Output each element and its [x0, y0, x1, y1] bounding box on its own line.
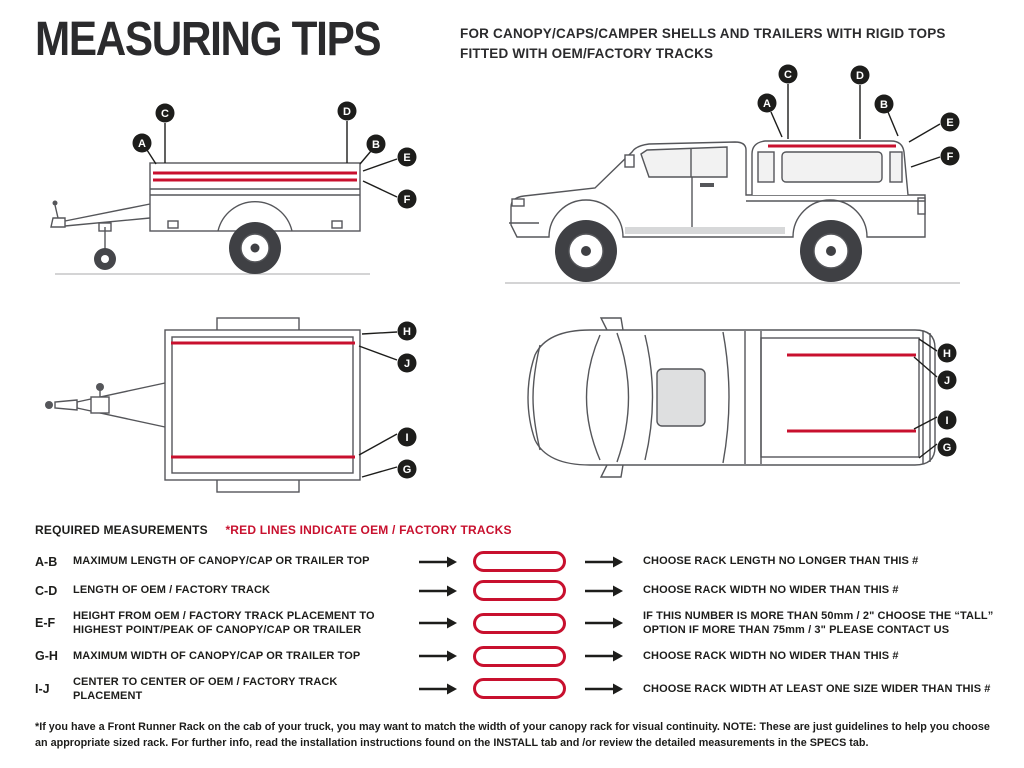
arrow-right-icon — [566, 683, 641, 695]
callout-i-letter: I — [945, 415, 948, 427]
callout-f-letter: F — [947, 151, 954, 163]
measurement-blank-oval — [473, 678, 566, 700]
callout-h-letter: H — [943, 348, 951, 360]
measurement-range: C-D — [35, 583, 58, 598]
truck-top-drawing — [527, 317, 936, 478]
callout-c-letter: C — [784, 69, 792, 81]
callout-g: G — [918, 437, 957, 459]
callout-d-letter: D — [856, 70, 864, 82]
trailer-top-view-diagram: H J I G — [25, 305, 445, 495]
callout-d: D — [337, 101, 357, 163]
truck-side-drawing — [505, 140, 960, 284]
measurement-description: MAXIMUM LENGTH OF CANOPY/CAP OR TRAILER … — [73, 555, 370, 568]
page-title: MEASURING TIPS — [35, 13, 382, 66]
callout-j: J — [913, 356, 957, 390]
measurement-row-cd: C-D LENGTH OF OEM / FACTORY TRACK CHOOSE… — [35, 580, 995, 601]
callout-f: F — [910, 146, 960, 168]
measurement-description: LENGTH OF OEM / FACTORY TRACK — [73, 584, 271, 597]
page-subtitle: FOR CANOPY/CAPS/CAMPER SHELLS AND TRAILE… — [460, 24, 946, 63]
callout-f-letter: F — [404, 194, 411, 206]
callout-a-letter: A — [763, 98, 771, 110]
measurement-guideline: CHOOSE RACK WIDTH AT LEAST ONE SIZE WIDE… — [643, 682, 991, 695]
oem-track-lines-trailer-side — [153, 171, 357, 182]
trailer-side-view-diagram: A C D B E — [25, 75, 445, 305]
callout-b: B — [359, 134, 386, 165]
measurement-guideline: IF THIS NUMBER IS MORE THAN 50mm / 2" CH… — [643, 610, 994, 637]
measurement-blank-oval — [473, 551, 566, 572]
callout-e-letter: E — [946, 117, 953, 129]
page-subtitle-line2: FITTED WITH OEM/FACTORY TRACKS — [460, 45, 714, 61]
truck-side-view-diagram: A C D B E — [495, 55, 995, 300]
measurement-row-gh: G-H MAXIMUM WIDTH OF CANOPY/CAP OR TRAIL… — [35, 645, 995, 667]
measurement-guideline: CHOOSE RACK WIDTH NO WIDER THAN THIS # — [643, 649, 899, 662]
callout-g-letter: G — [943, 442, 952, 454]
measurement-range: E-F — [35, 616, 56, 631]
callout-e-letter: E — [403, 152, 410, 164]
callout-b-letter: B — [372, 139, 380, 151]
oem-track-lines-truck-top — [787, 353, 916, 433]
measurement-table: A-B MAXIMUM LENGTH OF CANOPY/CAP OR TRAI… — [35, 551, 995, 711]
callout-h: H — [361, 321, 417, 341]
red-lines-note: *RED LINES INDICATE OEM / FACTORY TRACKS — [225, 523, 512, 537]
callout-a: A — [757, 93, 783, 138]
measurement-description: CENTER TO CENTER OF OEM / FACTORY TRACK … — [73, 675, 338, 702]
callout-c: C — [155, 103, 175, 163]
callout-d: D — [850, 65, 870, 139]
required-measurements-label: REQUIRED MEASUREMENTS — [35, 523, 208, 537]
measurement-range: I-J — [35, 681, 50, 696]
callout-f: F — [362, 180, 417, 209]
callout-e: E — [362, 147, 417, 172]
measurement-guideline: CHOOSE RACK WIDTH NO WIDER THAN THIS # — [643, 584, 899, 597]
callout-b: B — [874, 94, 899, 137]
arrow-right-icon — [403, 556, 473, 568]
arrow-right-icon — [566, 585, 641, 597]
arrow-right-icon — [403, 650, 473, 662]
arrow-right-icon — [566, 556, 641, 568]
arrow-right-icon — [566, 650, 641, 662]
callout-j-letter: J — [404, 358, 410, 370]
measurement-row-ab: A-B MAXIMUM LENGTH OF CANOPY/CAP OR TRAI… — [35, 551, 995, 572]
callout-h: H — [918, 338, 957, 363]
trailer-top-drawing — [45, 317, 361, 493]
callout-a-letter: A — [138, 138, 146, 150]
callout-i: I — [913, 410, 957, 430]
callout-i-letter: I — [405, 432, 408, 444]
measurement-row-ef: E-F HEIGHT FROM OEM / FACTORY TRACK PLAC… — [35, 609, 995, 638]
legend-row: REQUIRED MEASUREMENTS *RED LINES INDICAT… — [35, 523, 512, 537]
measurement-blank-oval — [473, 612, 566, 634]
arrow-right-icon — [566, 617, 641, 629]
callout-g: G — [361, 459, 417, 479]
oem-track-lines-trailer-top — [171, 341, 355, 459]
arrow-right-icon — [403, 617, 473, 629]
callout-c: C — [778, 64, 798, 139]
callout-h-letter: H — [403, 326, 411, 338]
measurement-description: HEIGHT FROM OEM / FACTORY TRACK PLACEMEN… — [73, 610, 375, 637]
callout-j: J — [358, 345, 417, 373]
measurement-range: G-H — [35, 649, 58, 664]
measurement-blank-oval — [473, 645, 566, 667]
callout-b-letter: B — [880, 99, 888, 111]
callout-e: E — [908, 112, 960, 143]
arrow-right-icon — [403, 683, 473, 695]
truck-top-view-diagram: H J I G — [495, 305, 995, 490]
measurement-row-ij: I-J CENTER TO CENTER OF OEM / FACTORY TR… — [35, 675, 995, 704]
measurement-description: MAXIMUM WIDTH OF CANOPY/CAP OR TRAILER T… — [73, 649, 361, 662]
page-subtitle-line1: FOR CANOPY/CAPS/CAMPER SHELLS AND TRAILE… — [460, 26, 946, 41]
callout-i: I — [358, 427, 417, 456]
footer-note: *If you have a Front Runner Rack on the … — [35, 721, 990, 749]
arrow-right-icon — [403, 585, 473, 597]
measurement-guideline: CHOOSE RACK LENGTH NO LONGER THAN THIS # — [643, 555, 919, 568]
callout-j-letter: J — [944, 375, 950, 387]
callout-c-letter: C — [161, 108, 169, 120]
callout-d-letter: D — [343, 106, 351, 118]
measurement-range: A-B — [35, 554, 58, 569]
measurement-blank-oval — [473, 580, 566, 601]
callout-a: A — [132, 133, 157, 165]
callout-g-letter: G — [403, 464, 412, 476]
